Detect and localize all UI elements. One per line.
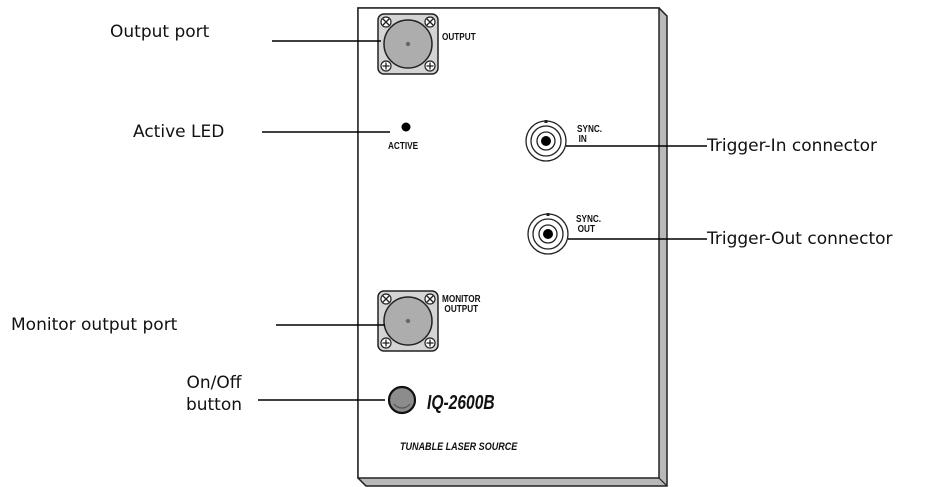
monitor-output-label: MONITOR OUTPUT [442,295,481,315]
output-port[interactable] [377,13,439,75]
callout-on-off-line2: button [185,395,243,415]
sync-out-label-line1: SYNC. [576,214,602,225]
on-off-button[interactable] [387,385,417,415]
sync-out-label: SYNC. OUT [576,215,601,235]
callout-monitor-output-port: Monitor output port [11,315,178,335]
output-port-label: OUTPUT [442,32,476,43]
monitor-output-label-line2: OUTPUT [444,304,479,315]
callout-output-port: Output port [110,22,210,42]
monitor-output-label-line1: MONITOR [442,294,481,305]
model-name: IQ-2600B [427,392,495,414]
callout-active-led: Active LED [133,122,225,142]
active-led-label: ACTIVE [388,141,419,152]
monitor-output-port[interactable] [377,290,439,352]
product-subtitle: TUNABLE LASER SOURCE [400,441,518,453]
callout-on-off-line1: On/Off [186,373,242,393]
sync-in-label-line1: SYNC. [577,124,603,135]
callout-trigger-out: Trigger-Out connector [707,229,893,249]
module-body [357,7,668,487]
sync-in-label-line2: IN [578,134,587,145]
sync-in-connector[interactable] [525,120,567,162]
leader-lines [258,40,707,401]
sync-out-label-line2: OUT [577,224,595,235]
sync-in-label: SYNC. IN [577,125,602,145]
callout-trigger-in: Trigger-In connector [707,136,878,156]
sync-out-connector[interactable] [527,213,569,255]
callout-on-off-button: On/Off button [174,372,254,416]
active-led [401,122,411,132]
